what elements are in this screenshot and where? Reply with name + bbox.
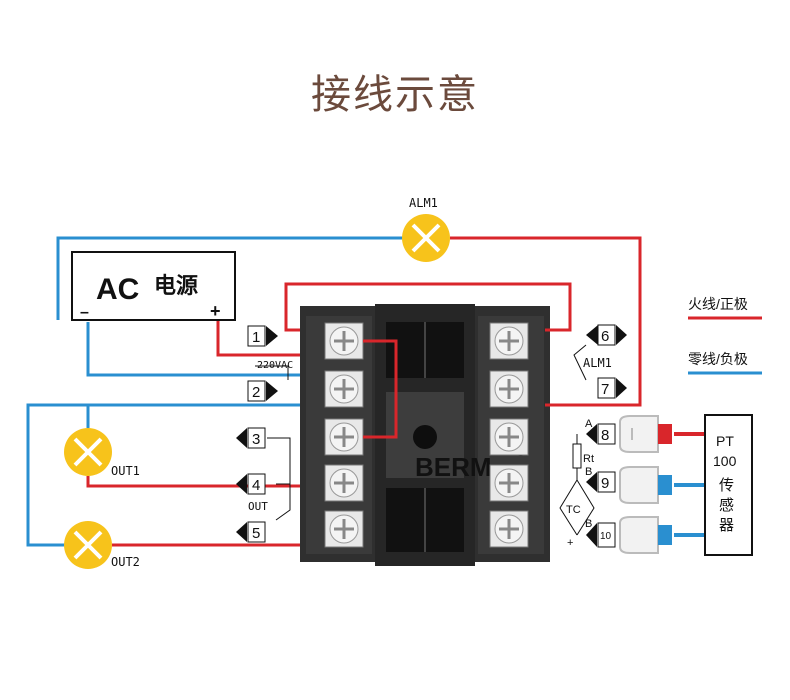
out2-lamp: OUT2 <box>64 521 140 569</box>
terminal-label-7: 7 <box>601 381 609 398</box>
wires <box>26 236 704 547</box>
rt-label: Rt <box>583 453 594 465</box>
power-label-cn: 电源 <box>154 273 198 298</box>
wire-alarm-to-t7 <box>450 236 642 407</box>
left-terminal-tags: 1 220VAC 2 3 4 OUT 5 <box>236 325 293 543</box>
right-terminal-tags: 6 ALM1 7 8 A 9 B 10 B Rt TC + <box>559 324 627 549</box>
wire-top-loop <box>284 282 572 332</box>
sensor-line-2: 100 <box>713 453 737 469</box>
alarm-lamp-label: ALM1 <box>409 196 438 210</box>
page-title: 接线示意 <box>311 72 479 118</box>
sensor-box: PT 100 传 感 器 <box>704 414 753 556</box>
alarm-lamp: ALM1 <box>402 196 450 262</box>
right-screws <box>489 322 529 548</box>
wire-out1-to-t4 <box>86 476 300 488</box>
fork-blue-sleeve-2 <box>658 525 672 545</box>
terminal-label-4: 4 <box>252 477 260 494</box>
label-b1: B <box>585 466 592 478</box>
legend: 火线/正极 零线/负极 <box>688 296 762 375</box>
left-screws <box>324 322 364 548</box>
terminal-label-2: 2 <box>252 384 260 401</box>
terminal-label-10: 10 <box>600 531 612 542</box>
terminal-label-3: 3 <box>252 431 260 448</box>
sensor-line-5: 器 <box>719 517 734 534</box>
brand-watermark: BERM <box>415 452 492 482</box>
wire-ac-minus-to-t2 <box>86 322 300 377</box>
controller-device: BERM ® <box>300 304 550 566</box>
terminal-label-8: 8 <box>601 427 609 444</box>
tc-plus: + <box>567 537 573 549</box>
rt-resistor <box>572 443 582 469</box>
label-b2: B <box>585 518 592 530</box>
power-label-ac: AC <box>96 273 139 306</box>
terminal-label-9: 9 <box>601 475 609 492</box>
wire-ac-to-alarm <box>56 236 403 320</box>
center-hole <box>413 425 437 449</box>
fork-terminals <box>619 415 672 554</box>
sensor-line-1: PT <box>716 433 734 449</box>
label-a: A <box>585 418 593 430</box>
out1-lamp: OUT1 <box>64 428 140 478</box>
alm-side-label: ALM1 <box>583 356 612 370</box>
out2-label: OUT2 <box>111 555 140 569</box>
fork-blue-sleeve-1 <box>658 475 672 495</box>
legend-live-label: 火线/正极 <box>688 296 748 312</box>
power-minus: – <box>80 304 89 321</box>
out1-label: OUT1 <box>111 464 140 478</box>
fork-red-sleeve <box>658 424 672 444</box>
terminal-label-5: 5 <box>252 525 260 542</box>
tc-label: TC <box>566 504 581 516</box>
out-group-label: OUT <box>248 500 268 513</box>
terminal-label-6: 6 <box>601 328 609 345</box>
power-plus: + <box>210 301 221 321</box>
wire-ac-plus-to-t1 <box>216 320 300 357</box>
terminal-label-1: 1 <box>252 329 260 346</box>
sensor-line-3: 传 <box>719 477 734 494</box>
wire-neutral-rail <box>26 403 300 547</box>
power-box: AC 电源 – + <box>71 251 236 321</box>
legend-neutral-label: 零线/负极 <box>688 351 748 367</box>
wire-internal-jumper <box>363 339 398 439</box>
sensor-line-4: 感 <box>719 497 734 514</box>
